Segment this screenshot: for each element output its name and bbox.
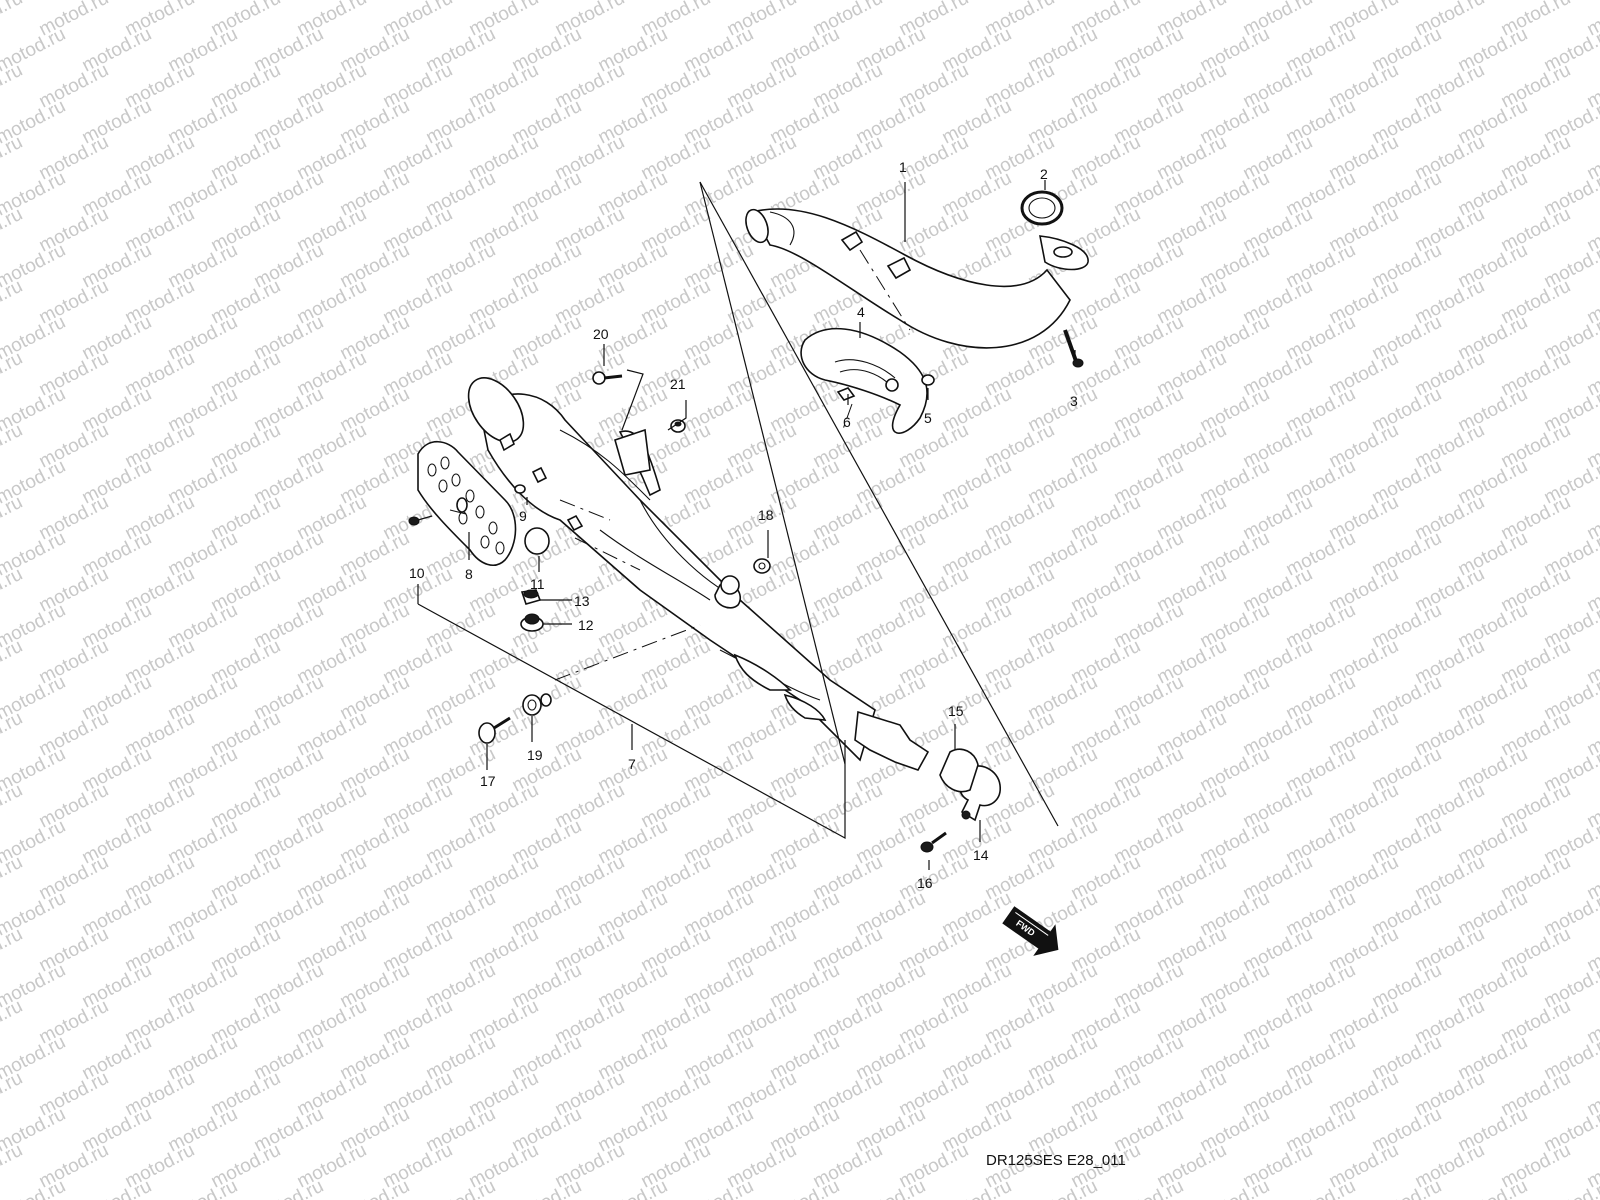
bolt-10 — [408, 515, 433, 526]
watermark-text: motod.ru — [0, 996, 26, 1049]
part-number-15: 15 — [948, 703, 964, 719]
watermark-text: motod.ru — [509, 1176, 585, 1200]
part-number-4: 4 — [857, 304, 865, 320]
watermark-text: motod.ru — [0, 564, 26, 617]
watermark-text: motod.ru — [1111, 1176, 1187, 1200]
part-number-19: 19 — [527, 747, 543, 763]
part-number-17: 17 — [480, 773, 496, 789]
part-number-20: 20 — [593, 326, 609, 342]
alignment-lines — [449, 249, 911, 681]
part-number-5: 5 — [924, 410, 932, 426]
pipe-protector — [800, 327, 928, 434]
bolt-12 — [520, 613, 544, 632]
exhaust-pipe — [745, 208, 1089, 349]
part-number-13: 13 — [574, 593, 590, 609]
muffler-heat-guard — [417, 440, 517, 566]
watermark-text: motod.ru — [0, 420, 26, 473]
watermark-text: motod.ru — [337, 1176, 413, 1200]
watermark-text: motod.ru — [1455, 1176, 1531, 1200]
leader-lines — [417, 180, 1076, 870]
part-number-1: 1 — [899, 159, 907, 175]
watermark-text: motod.ru — [1283, 1176, 1359, 1200]
watermark-text: motod.ru — [0, 132, 26, 185]
part-number-10: 10 — [409, 565, 425, 581]
part-number-8: 8 — [465, 566, 473, 582]
watermark-text: motod.ru — [1369, 1176, 1445, 1200]
part-numbers: 1 2 3 4 5 6 7 8 9 10 11 12 13 14 15 16 1… — [409, 159, 1078, 891]
watermark-text: motod.ru — [0, 1176, 69, 1200]
bolt-20 — [592, 371, 623, 385]
part-number-2: 2 — [1040, 166, 1048, 182]
watermark-text: motod.ru — [1025, 1176, 1101, 1200]
collar-6 — [836, 387, 856, 401]
forward-direction-arrow: FWD — [1002, 906, 1059, 956]
bolt-16 — [920, 831, 947, 853]
watermark-text: motod.ru — [1197, 1176, 1273, 1200]
watermark-text: motod.ru — [0, 204, 26, 257]
gasket — [1020, 190, 1064, 226]
part-number-7: 7 — [628, 756, 636, 772]
watermark-text: motod.ru — [0, 852, 26, 905]
muffler-connector — [939, 748, 979, 793]
watermark-text: motod.ru — [939, 1176, 1015, 1200]
part-number-18: 18 — [758, 507, 774, 523]
watermark-text: motod.ru — [423, 1176, 499, 1200]
watermark-text: motod.ru — [0, 60, 26, 113]
washer-9 — [514, 466, 548, 494]
watermark-text: motod.ru — [0, 0, 26, 40]
watermark-text: motod.ru — [251, 1176, 327, 1200]
part-number-14: 14 — [973, 847, 989, 863]
watermark-text: motod.ru — [767, 1176, 843, 1200]
washer-18 — [753, 558, 771, 574]
watermark-text: motod.ru — [595, 1176, 671, 1200]
watermark-text: motod.ru — [0, 636, 26, 689]
watermark-text: motod.ru — [0, 492, 26, 545]
part-number-3: 3 — [1070, 393, 1078, 409]
watermark-text: motod.ru — [0, 1140, 26, 1193]
watermark-text: motod.ru — [0, 924, 26, 977]
bolt-17 — [478, 716, 511, 744]
muffler — [467, 377, 930, 771]
watermark-text: motod.ru — [853, 1176, 929, 1200]
part-number-12: 12 — [578, 617, 594, 633]
part-number-9: 9 — [519, 508, 527, 524]
diagram-code: DR125SES E28_011 — [986, 1152, 1126, 1169]
watermark-text: motod.ru — [79, 1176, 155, 1200]
watermark-text: motod.ru — [681, 1176, 757, 1200]
part-number-6: 6 — [843, 414, 851, 430]
washer-19 — [522, 693, 552, 716]
part-number-16: 16 — [917, 875, 933, 891]
washer-5 — [921, 374, 935, 386]
cushion-11 — [524, 514, 584, 555]
watermark-text: motod.ru — [0, 348, 26, 401]
part-number-21: 21 — [670, 376, 686, 392]
watermark-text: motod.ru — [0, 780, 26, 833]
watermark-text: motod.ru — [0, 276, 26, 329]
nut-13 — [520, 589, 542, 605]
watermark-text: motod.ru — [165, 1176, 241, 1200]
part-number-11: 11 — [530, 576, 545, 592]
watermark-text: motod.ru — [0, 708, 26, 761]
watermark-text: motod.ru — [0, 1068, 26, 1121]
